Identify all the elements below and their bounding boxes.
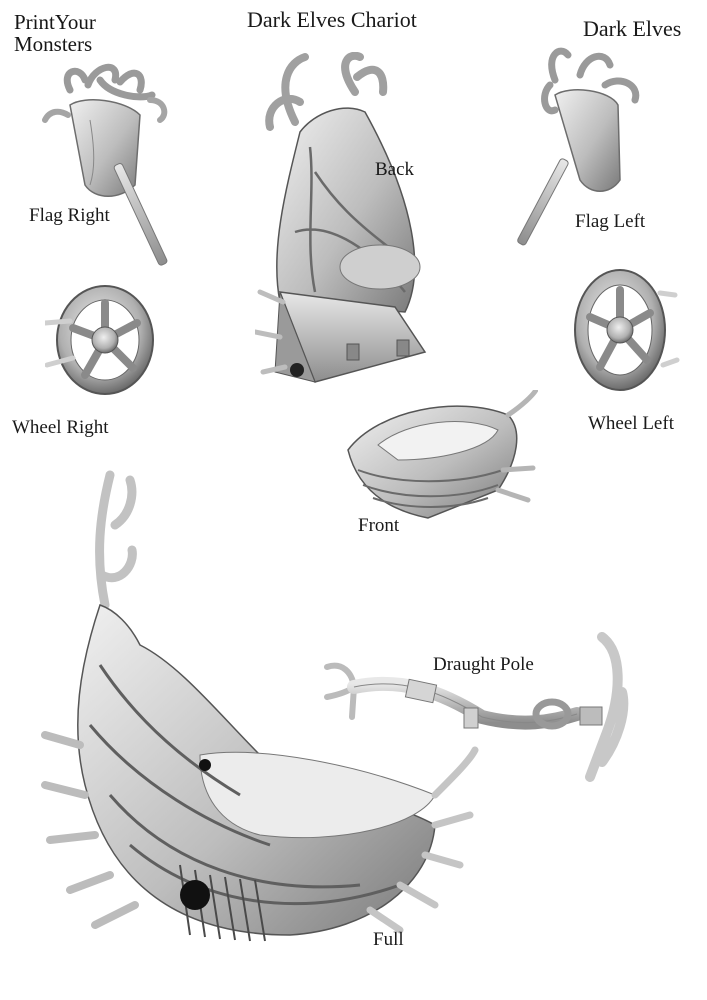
brand-line-1: PrintYour (14, 10, 96, 34)
draught-pole-render (322, 632, 632, 782)
full-render (40, 465, 480, 945)
flag-banner-horned-icon (42, 63, 168, 266)
front-render (338, 390, 538, 520)
full-label: Full (373, 929, 404, 950)
draught-pole-label: Draught Pole (433, 654, 534, 675)
brand-logo: PrintYour Monsters (14, 11, 96, 55)
chariot-front-hull-icon (347, 390, 538, 519)
front-label: Front (358, 515, 400, 536)
wheel-left-label: Wheel Left (588, 413, 674, 434)
flag-left-label: Flag Left (575, 211, 646, 232)
wheel-right-render (45, 283, 160, 398)
back-label: Back (375, 159, 415, 180)
page-title: Dark Elves Chariot (247, 7, 417, 32)
draught-pole-hooked-icon (324, 632, 629, 782)
spiked-wheel-icon (45, 285, 154, 395)
wheel-left-render (565, 265, 680, 395)
flag-right-render (40, 60, 185, 270)
chariot-back-antlered-icon (255, 52, 427, 383)
flag-banner-horned-icon (517, 47, 640, 246)
faction-title: Dark Elves (583, 16, 682, 41)
chariot-full-assembled-icon (41, 470, 479, 942)
flag-right-label: Flag Right (29, 205, 110, 226)
brand-line-2: Monsters (14, 32, 93, 56)
wheel-right-label: Wheel Right (12, 417, 109, 438)
spiked-wheel-icon (574, 269, 680, 391)
flag-left-render (510, 45, 660, 255)
back-render (255, 52, 450, 402)
